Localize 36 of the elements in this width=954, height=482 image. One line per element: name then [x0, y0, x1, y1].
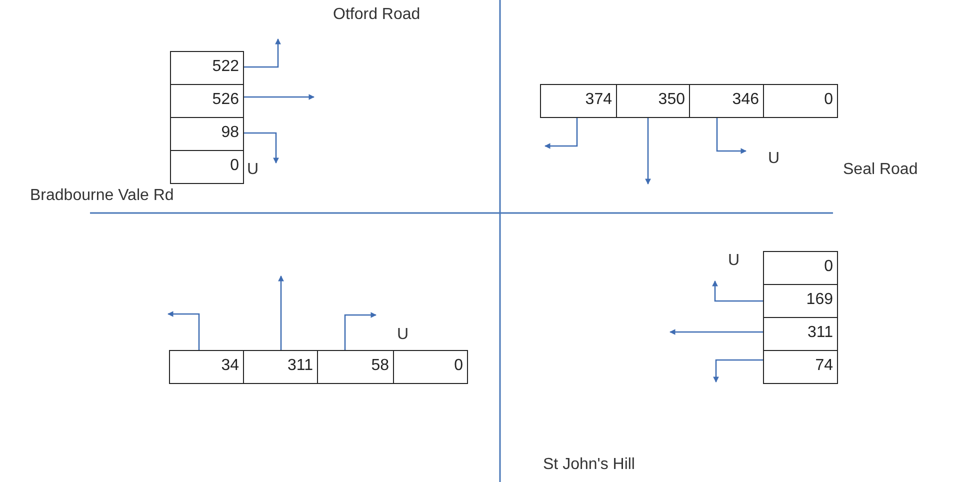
- count-cell: 74: [763, 350, 838, 384]
- count-cell: 58: [317, 350, 394, 384]
- count-cell: 0: [763, 251, 838, 285]
- turn-arrow: [244, 38, 281, 68]
- turn-arrow: [244, 132, 279, 164]
- u-turn-label: U: [397, 326, 409, 344]
- count-cell: 526: [170, 84, 244, 118]
- count-cell: 0: [393, 350, 468, 384]
- turn-arrow: [645, 118, 651, 185]
- count-cell: 350: [616, 84, 690, 118]
- road-name: St John's Hill: [543, 456, 635, 474]
- u-turn-label: U: [768, 150, 780, 168]
- count-cell: 169: [763, 284, 838, 318]
- count-cell: 34: [169, 350, 244, 384]
- turn-arrow: [344, 312, 377, 350]
- road-name: Bradbourne Vale Rd: [30, 187, 174, 205]
- u-turn-label: U: [728, 252, 740, 270]
- count-cell: 522: [170, 51, 244, 85]
- turn-arrow: [716, 118, 747, 154]
- count-cell: 346: [689, 84, 764, 118]
- turn-arrow: [244, 94, 315, 100]
- count-cell: 98: [170, 117, 244, 151]
- turn-arrow: [669, 329, 763, 335]
- count-cell: 374: [540, 84, 617, 118]
- count-cell: 0: [170, 150, 244, 184]
- count-cell: 311: [243, 350, 318, 384]
- road-name: Otford Road: [333, 6, 420, 24]
- count-cell: 0: [763, 84, 838, 118]
- turn-arrow: [713, 359, 763, 383]
- road-name: Seal Road: [843, 161, 918, 179]
- turn-arrow: [167, 311, 200, 350]
- u-turn-label: U: [247, 161, 259, 179]
- turn-arrow: [278, 275, 284, 350]
- turn-arrow: [544, 118, 578, 149]
- turn-arrow: [712, 280, 763, 302]
- count-cell: 311: [763, 317, 838, 351]
